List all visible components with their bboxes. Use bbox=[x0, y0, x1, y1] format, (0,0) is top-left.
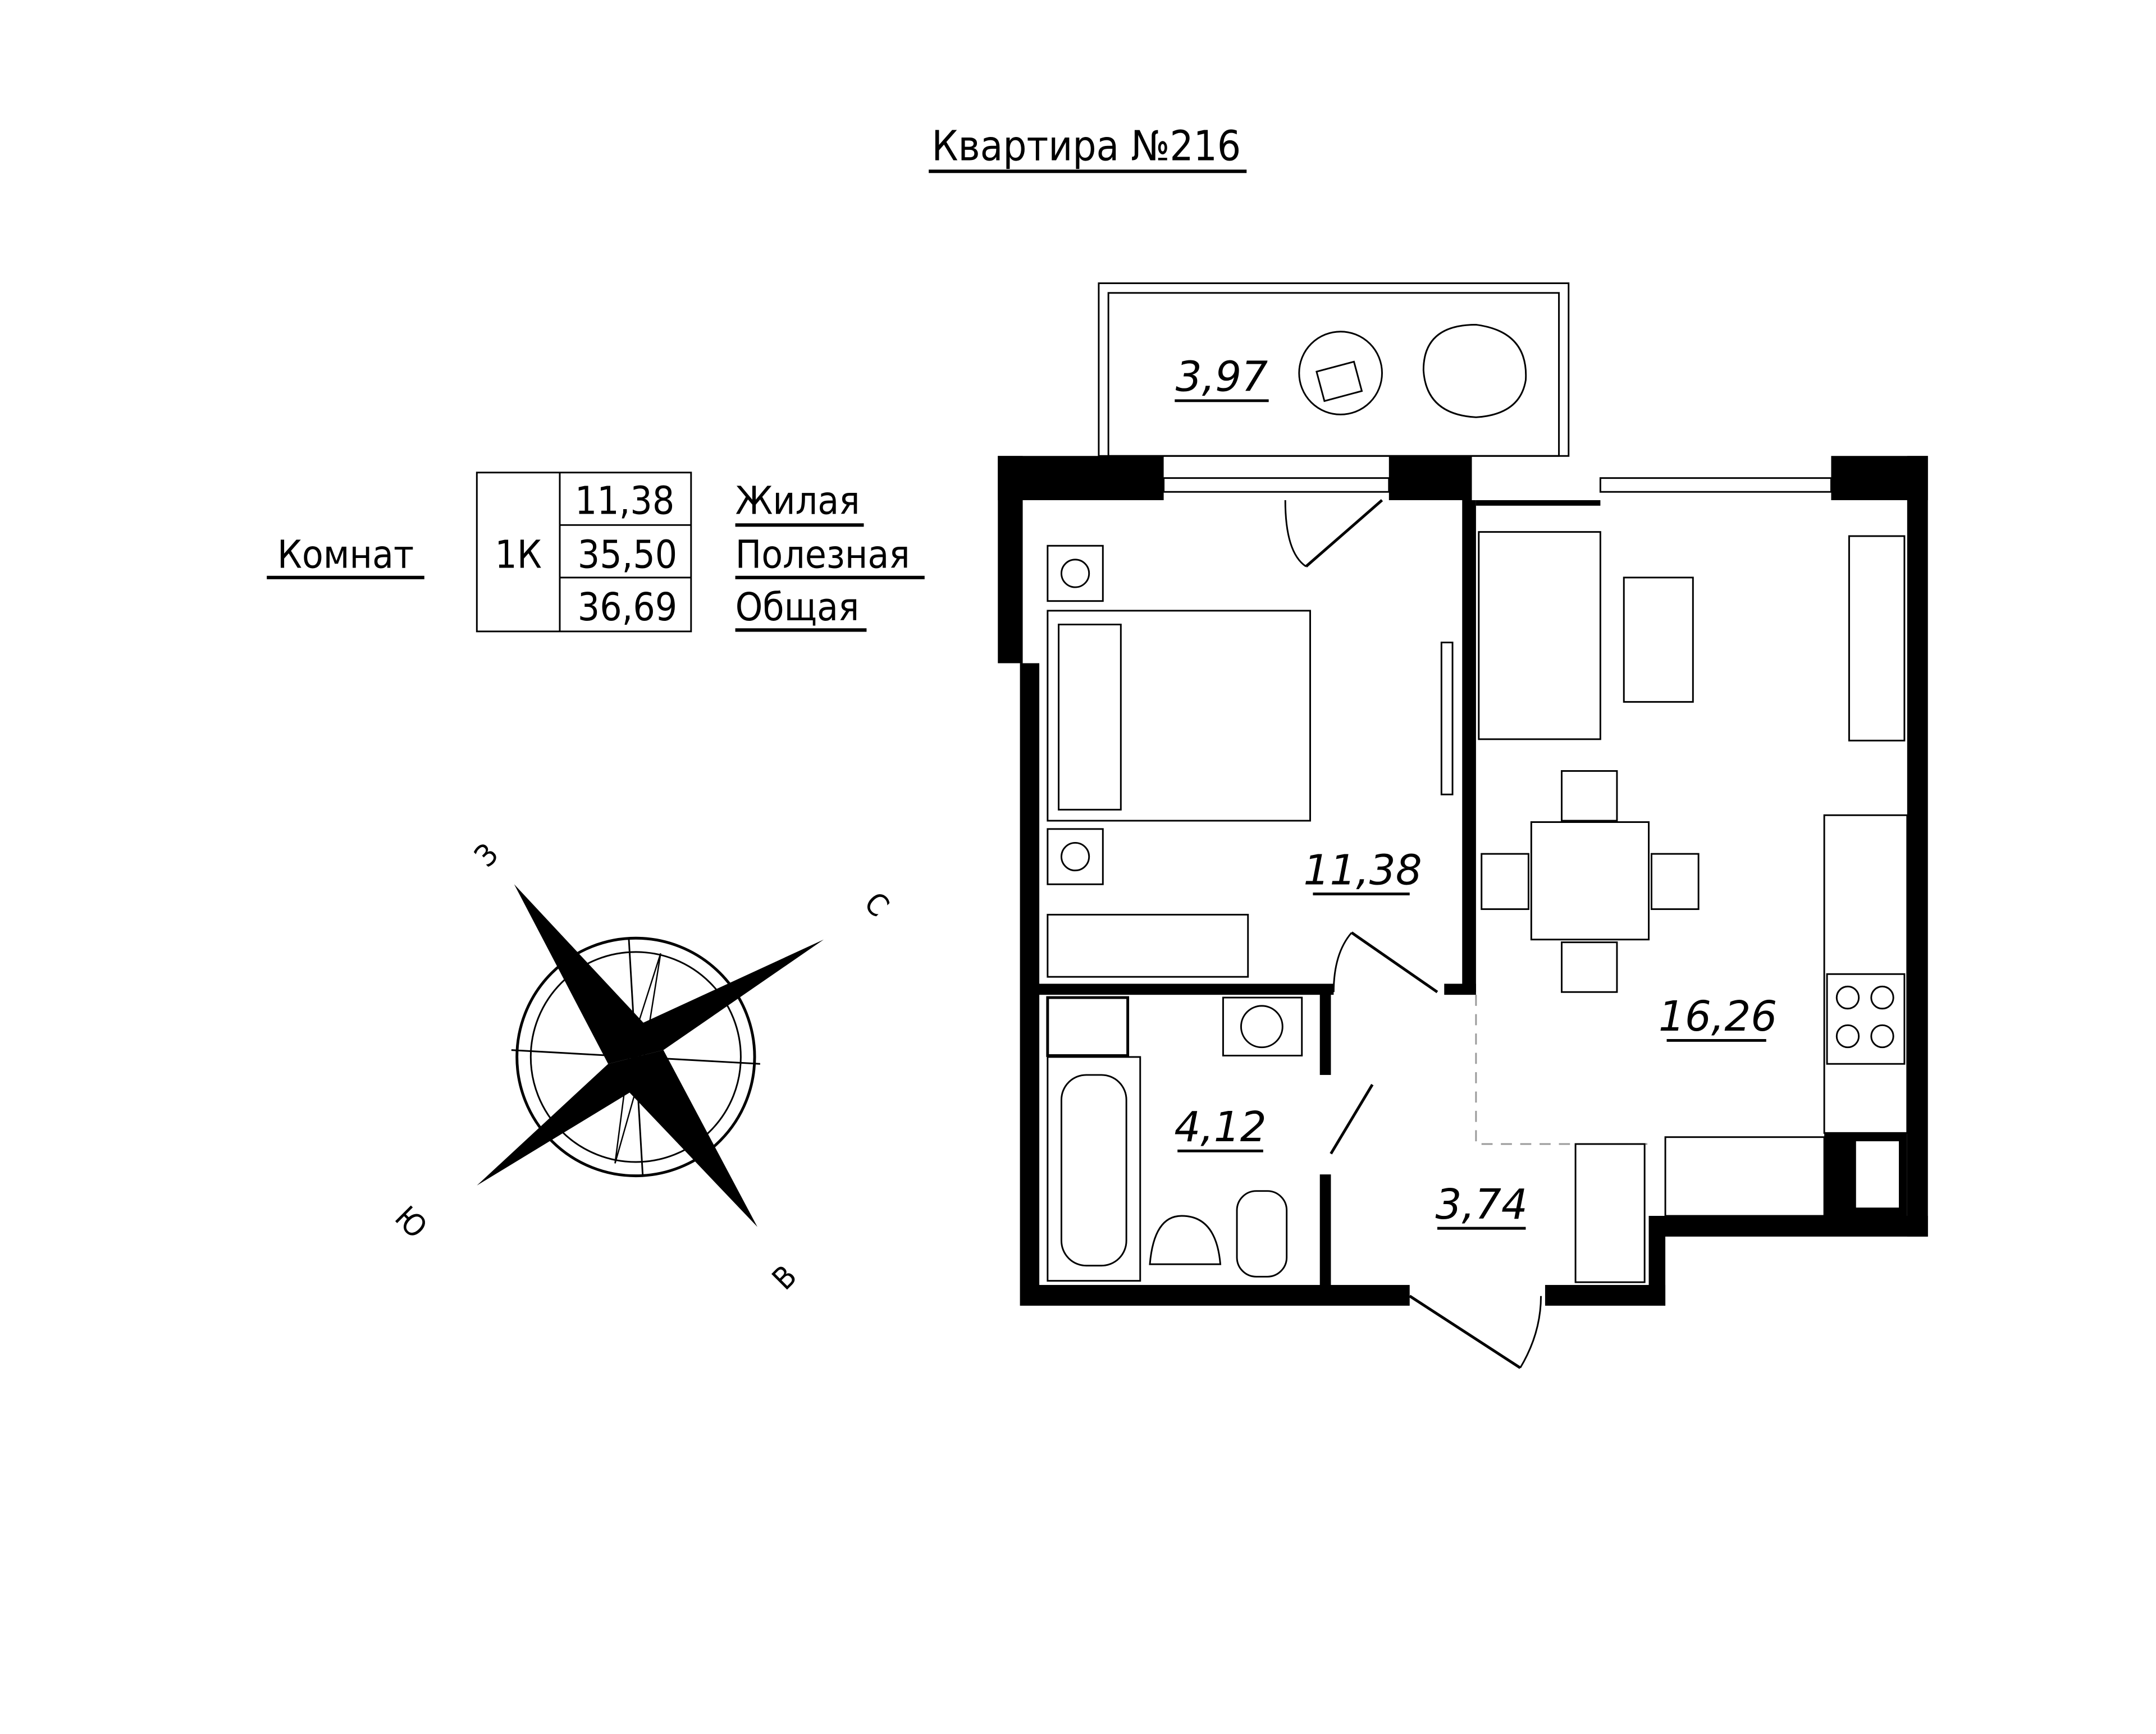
balcony-area: 3,97 bbox=[1176, 353, 1268, 401]
living-furniture bbox=[1475, 531, 1908, 1217]
compass-north: С bbox=[857, 885, 896, 924]
rooms-label: Комнат bbox=[277, 533, 414, 578]
window-living bbox=[1599, 477, 1832, 493]
walls bbox=[998, 456, 1928, 1306]
compass-west: З bbox=[468, 836, 505, 874]
hallway-area: 3,74 bbox=[1436, 1181, 1528, 1229]
compass-east: В bbox=[765, 1259, 803, 1297]
hallway-wardrobe bbox=[1574, 1143, 1646, 1283]
balcony: 3,97 bbox=[1098, 282, 1570, 457]
rooms-value: 1К bbox=[495, 533, 541, 578]
bathroom-furniture bbox=[1046, 996, 1303, 1282]
compass-rose: З С Ю В bbox=[388, 836, 896, 1297]
apartment-title: Квартира №216 bbox=[931, 122, 1241, 171]
living-area-value: 11,38 bbox=[575, 479, 674, 524]
bedroom-furniture bbox=[1047, 545, 1454, 978]
summary-table: Комнат 1К 11,38 35,50 36,69 Жилая Полезн… bbox=[267, 472, 925, 633]
bathroom-area: 4,12 bbox=[1174, 1103, 1266, 1151]
living-kitchen-area: 16,26 bbox=[1659, 992, 1777, 1041]
total-area-label: Общая bbox=[736, 585, 860, 630]
useful-area-label: Полезная bbox=[736, 533, 910, 578]
living-area-label: Жилая bbox=[736, 479, 860, 524]
doors bbox=[1284, 499, 1542, 1369]
compass-south: Ю bbox=[388, 1200, 434, 1246]
useful-area-value: 35,50 bbox=[578, 533, 677, 578]
total-area-value: 36,69 bbox=[578, 585, 677, 630]
bedroom-area: 11,38 bbox=[1303, 846, 1422, 894]
window-bedroom bbox=[1163, 477, 1390, 493]
